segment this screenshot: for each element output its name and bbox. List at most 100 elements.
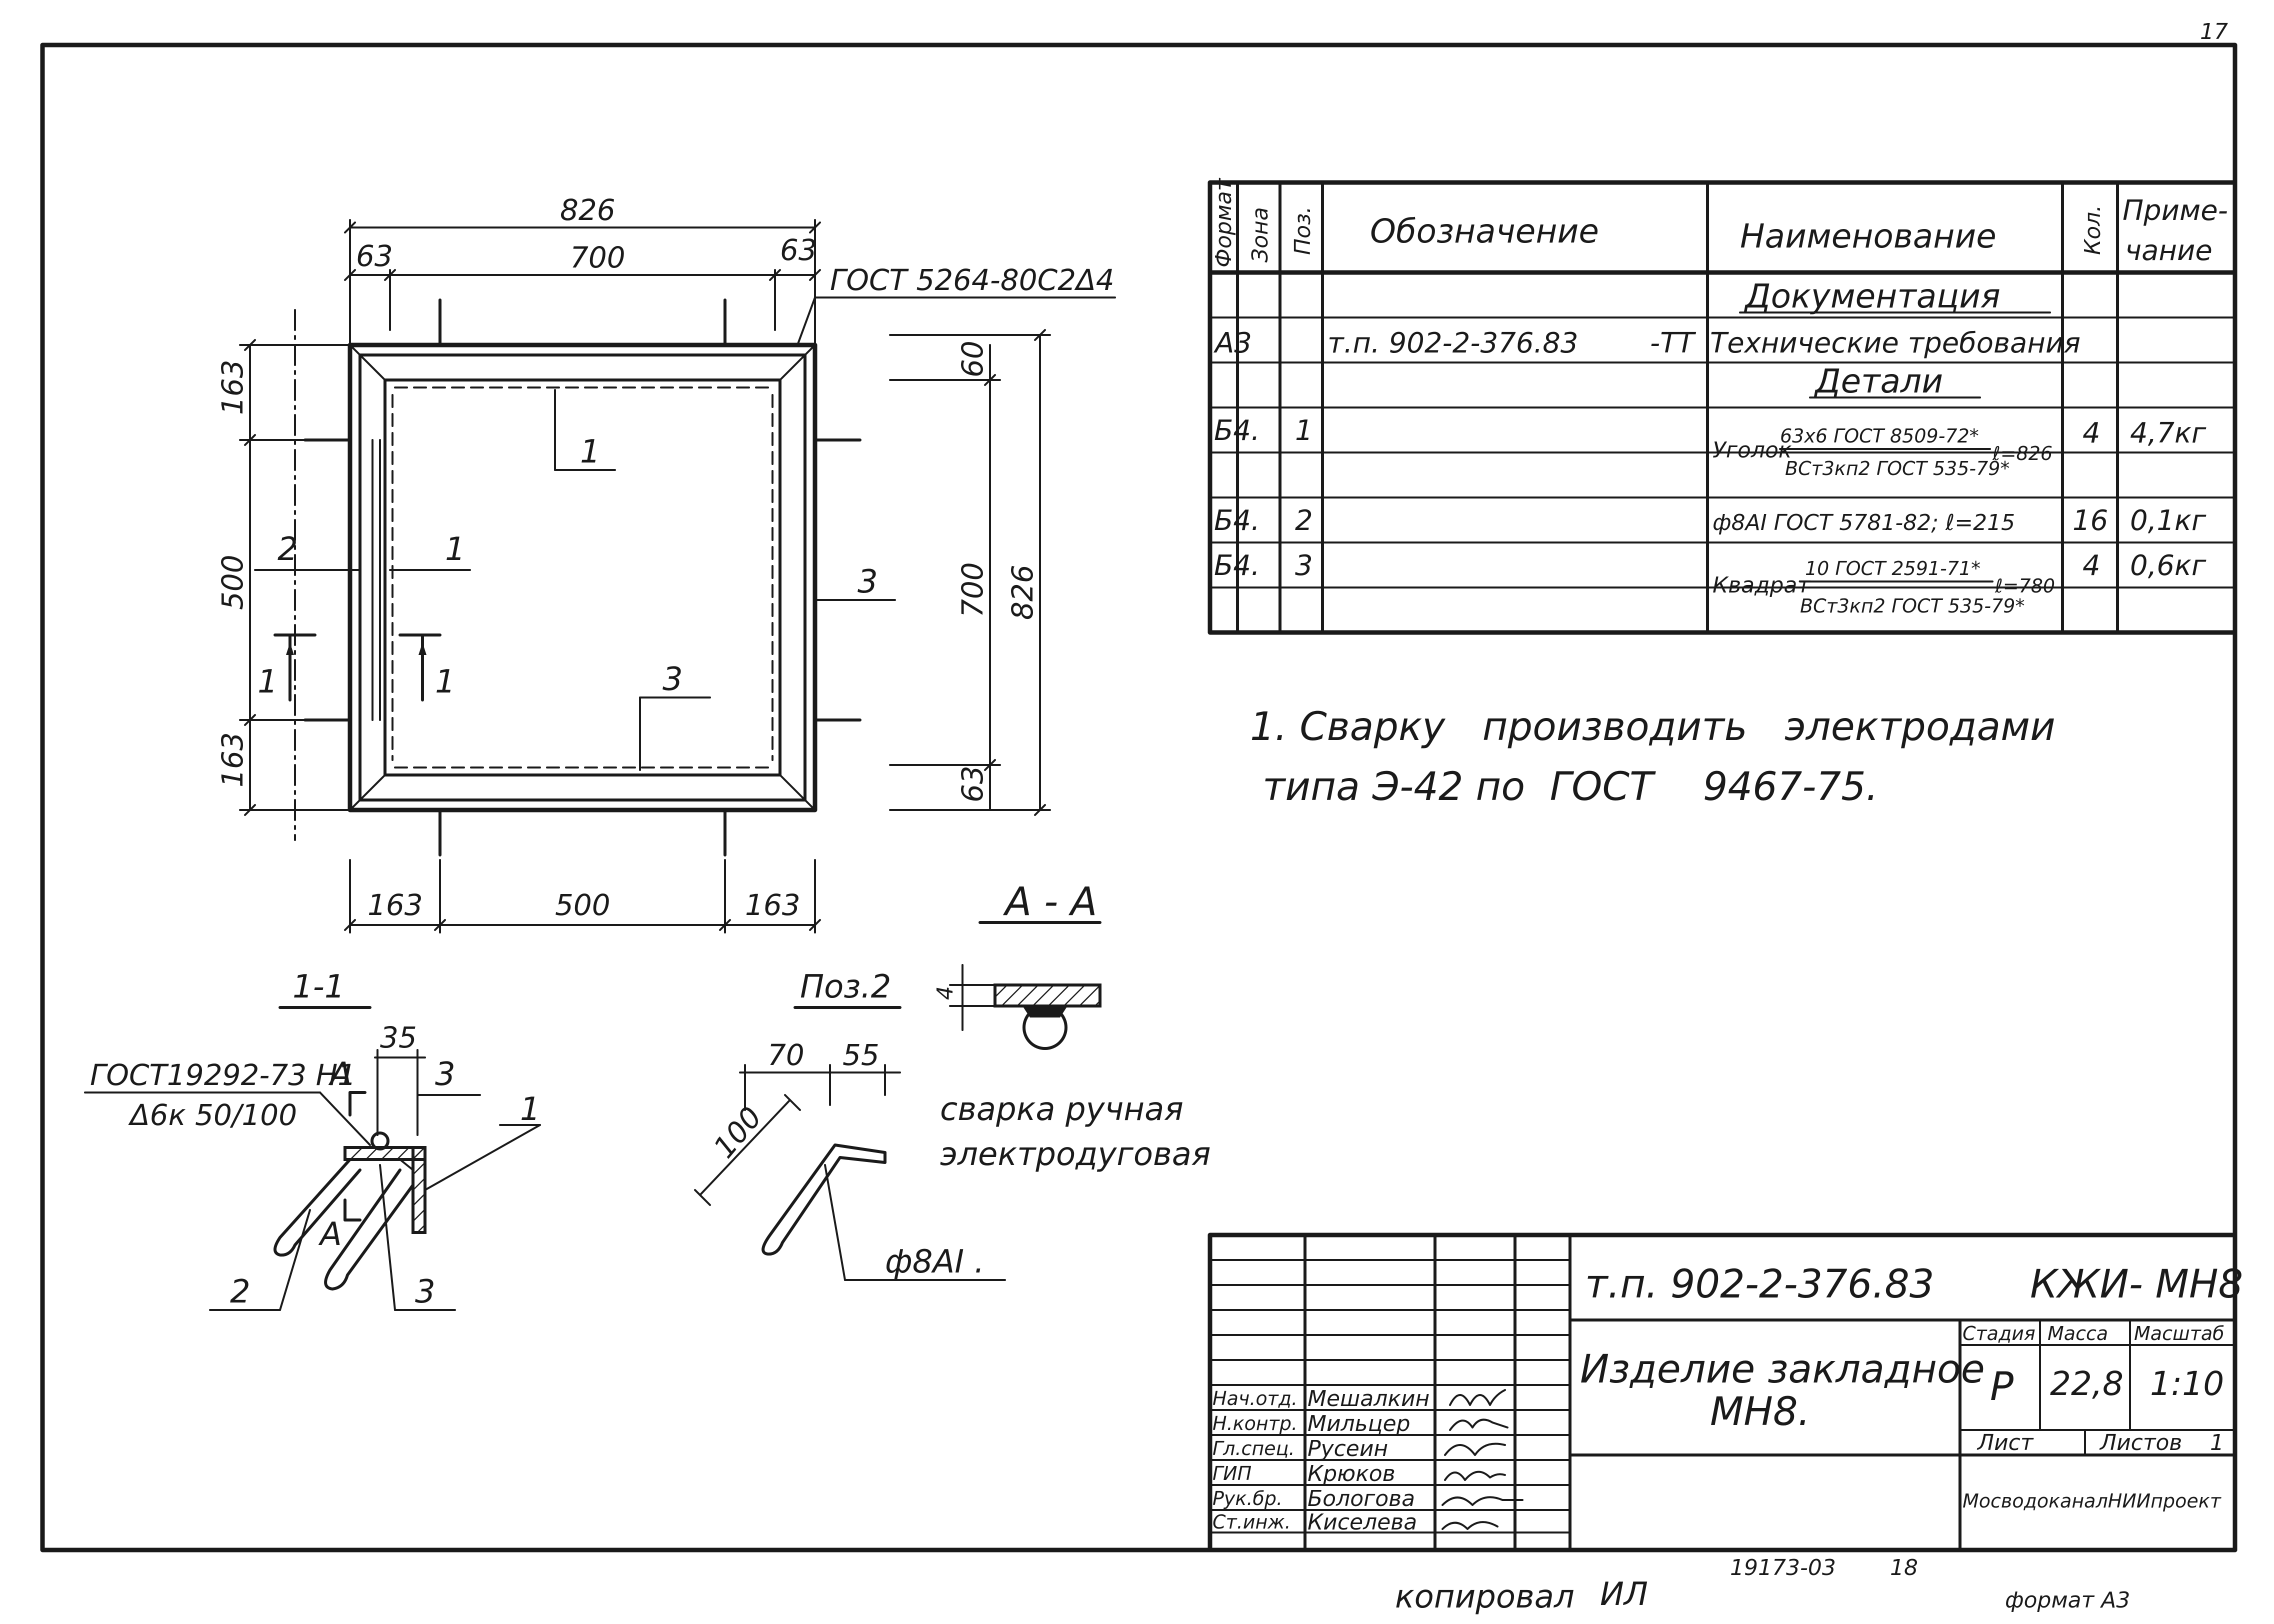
pos-label-3-bottom: 3 bbox=[662, 661, 683, 698]
pos-label-3-right: 3 bbox=[858, 564, 878, 600]
staff-name-3: Крюков bbox=[1308, 1461, 1396, 1486]
tb-sheet-code: КЖИ- МН8 bbox=[2030, 1262, 2243, 1307]
dim-right-offset: 63 bbox=[780, 233, 817, 267]
col-pos: Поз. bbox=[1290, 206, 1316, 255]
section-1-1-weld-spec: Δ6к 50/100 bbox=[128, 1098, 297, 1132]
footer-copied: копировал bbox=[1395, 1578, 1574, 1616]
sheet-number: 17 bbox=[2200, 19, 2228, 44]
dim-overall-top: 826 bbox=[560, 193, 616, 227]
row2-qty: 16 bbox=[2072, 504, 2108, 537]
mark-a-bottom: А bbox=[318, 1216, 342, 1253]
dim-55: 55 bbox=[842, 1038, 880, 1072]
tb-doc-code: т.п. 902-2-376.83 bbox=[1585, 1262, 1934, 1307]
doc-name: Технические требования bbox=[1710, 327, 2080, 360]
doc-designation: т.п. 902-2-376.83 bbox=[1328, 327, 1578, 360]
dim-bottom-mid: 500 bbox=[555, 888, 610, 922]
dim-bottom-right: 163 bbox=[745, 888, 800, 922]
tb-sheet-label: Лист bbox=[1976, 1430, 2034, 1456]
pos-2-title: Поз.2 bbox=[800, 968, 891, 1006]
section-a-a: А - А 4 сварка ручная электродуговая bbox=[932, 880, 1210, 1173]
tb-scale: 1:10 bbox=[2150, 1364, 2224, 1403]
tb-mass-label: Масса bbox=[2048, 1322, 2108, 1344]
row3-note: 0,6кг bbox=[2130, 550, 2206, 582]
row1-name-prefix: Уголок bbox=[1712, 438, 1792, 463]
col-name: Наименование bbox=[1740, 217, 1996, 256]
footer: копировал ИЛ 19173-03 18 формат А3 bbox=[1395, 1555, 2130, 1616]
row3-name-top: 10 ГОСТ 2591-71* bbox=[1805, 558, 1980, 580]
staff-name-4: Бологова bbox=[1308, 1486, 1415, 1512]
row2-format: Б4. bbox=[1214, 504, 1260, 537]
row3-length: ℓ=780 bbox=[1994, 575, 2055, 597]
tb-title-2: МН8. bbox=[1710, 1390, 1810, 1434]
note-line-1: 1. Сварку производить электродами bbox=[1250, 704, 2056, 750]
tb-stage: Р bbox=[1990, 1364, 2014, 1410]
section-mark-right: 1 bbox=[435, 664, 456, 700]
row1-qty: 4 bbox=[2082, 417, 2100, 450]
col-note-1: Приме- bbox=[2122, 194, 2228, 227]
weld-note-2: электродуговая bbox=[940, 1136, 1210, 1173]
row1-name-bottom: ВСт3кп2 ГОСТ 535-79* bbox=[1785, 458, 2010, 480]
staff-name-0: Мешалкин bbox=[1308, 1386, 1430, 1412]
pos-label-1-left: 1 bbox=[445, 531, 466, 568]
staff-role-3: ГИП bbox=[1212, 1462, 1252, 1484]
staff-role-4: Рук.бр. bbox=[1212, 1488, 1282, 1510]
tb-title-1: Изделие закладное bbox=[1580, 1347, 1985, 1392]
row1-name-top: 63х6 ГОСТ 8509-72* bbox=[1780, 425, 1979, 447]
row1-length: ℓ=826 bbox=[1992, 442, 2052, 464]
row3-name-bottom: ВСт3кп2 ГОСТ 535-79* bbox=[1800, 595, 2024, 617]
row2-name: ф8АI ГОСТ 5781-82; ℓ=215 bbox=[1712, 510, 2015, 536]
dim-left-offset: 63 bbox=[356, 239, 393, 273]
staff-role-5: Ст.инж. bbox=[1212, 1511, 1291, 1533]
row1-note: 4,7кг bbox=[2130, 417, 2206, 450]
pos-label-1-top: 1 bbox=[580, 434, 600, 470]
dim-right-bottom: 63 bbox=[956, 766, 990, 802]
tb-mass: 22,8 bbox=[2050, 1364, 2124, 1403]
pos-label-3-section: 3 bbox=[415, 1274, 436, 1310]
sheet-frame: 17 bbox=[40, 19, 2238, 1552]
col-designation: Обозначение bbox=[1370, 212, 1599, 250]
section-1-1-gost: ГОСТ19292-73 Н1 bbox=[90, 1058, 356, 1092]
row2-pos: 2 bbox=[1295, 504, 1313, 537]
pos-label-1-section: 1 bbox=[520, 1091, 540, 1128]
tb-organization: МосводоканалНИИпроект bbox=[1962, 1490, 2222, 1512]
pos-label-2-left: 2 bbox=[278, 531, 298, 568]
notes: 1. Сварку производить электродами типа Э… bbox=[1250, 704, 2056, 810]
row3-name-prefix: Квадрат bbox=[1712, 572, 1810, 598]
dim-inner-top: 700 bbox=[570, 240, 626, 274]
staff-role-0: Нач.отд. bbox=[1212, 1388, 1298, 1410]
staff-role-2: Гл.спец. bbox=[1212, 1438, 1295, 1460]
row1-pos: 1 bbox=[1295, 414, 1313, 447]
section-parts: Детали bbox=[1814, 362, 1943, 400]
plan-view: 826 63 700 63 ГОСТ 5264-80С2Δ4 163 500 1… bbox=[216, 193, 1116, 934]
staff-name-2: Русеин bbox=[1308, 1436, 1388, 1462]
dim-35: 35 bbox=[380, 1020, 417, 1054]
row2-note: 0,1кг bbox=[2130, 504, 2206, 537]
footer-page: 18 bbox=[1890, 1555, 1918, 1580]
tb-sheets-count: 1 bbox=[2210, 1430, 2224, 1456]
dim-left-bottom: 163 bbox=[216, 732, 250, 788]
col-zone: Зона bbox=[1248, 207, 1273, 262]
row1-format: Б4. bbox=[1214, 414, 1260, 447]
dim-right-inner: 700 bbox=[956, 562, 990, 618]
title-block: т.п. 902-2-376.83 КЖИ- МН8 Изделие закла… bbox=[1208, 1232, 2243, 1552]
rebar-label: ф8АI . bbox=[885, 1244, 984, 1280]
row3-qty: 4 bbox=[2082, 550, 2100, 582]
row3-format: Б4. bbox=[1214, 550, 1260, 582]
dim-bottom-left: 163 bbox=[368, 888, 423, 922]
staff-role-1: Н.контр. bbox=[1212, 1412, 1298, 1434]
section-1-1: 1-1 ГОСТ19292-73 Н1 Δ6к 50/100 35 А 3 А … bbox=[84, 968, 541, 1311]
pos-label-2-section: 2 bbox=[230, 1274, 250, 1310]
section-1-1-title: 1-1 bbox=[292, 968, 345, 1006]
col-note-2: чание bbox=[2125, 234, 2212, 267]
dim-left-top: 163 bbox=[216, 360, 250, 415]
doc-format: А3 bbox=[1214, 327, 1252, 360]
tb-stage-label: Стадия bbox=[1962, 1322, 2036, 1344]
dim-left-mid: 500 bbox=[216, 554, 250, 610]
footer-format: формат А3 bbox=[2005, 1588, 2130, 1613]
dim-70: 70 bbox=[768, 1038, 804, 1072]
note-line-2: типа Э-42 по ГОСТ 9467-75. bbox=[1262, 764, 1878, 810]
footer-inv-number: 19173-03 bbox=[1730, 1555, 1836, 1580]
section-a-a-title: А - А bbox=[1002, 880, 1097, 924]
mark-a-top: А bbox=[328, 1056, 352, 1093]
doc-suffix: -ТТ bbox=[1650, 327, 1696, 360]
